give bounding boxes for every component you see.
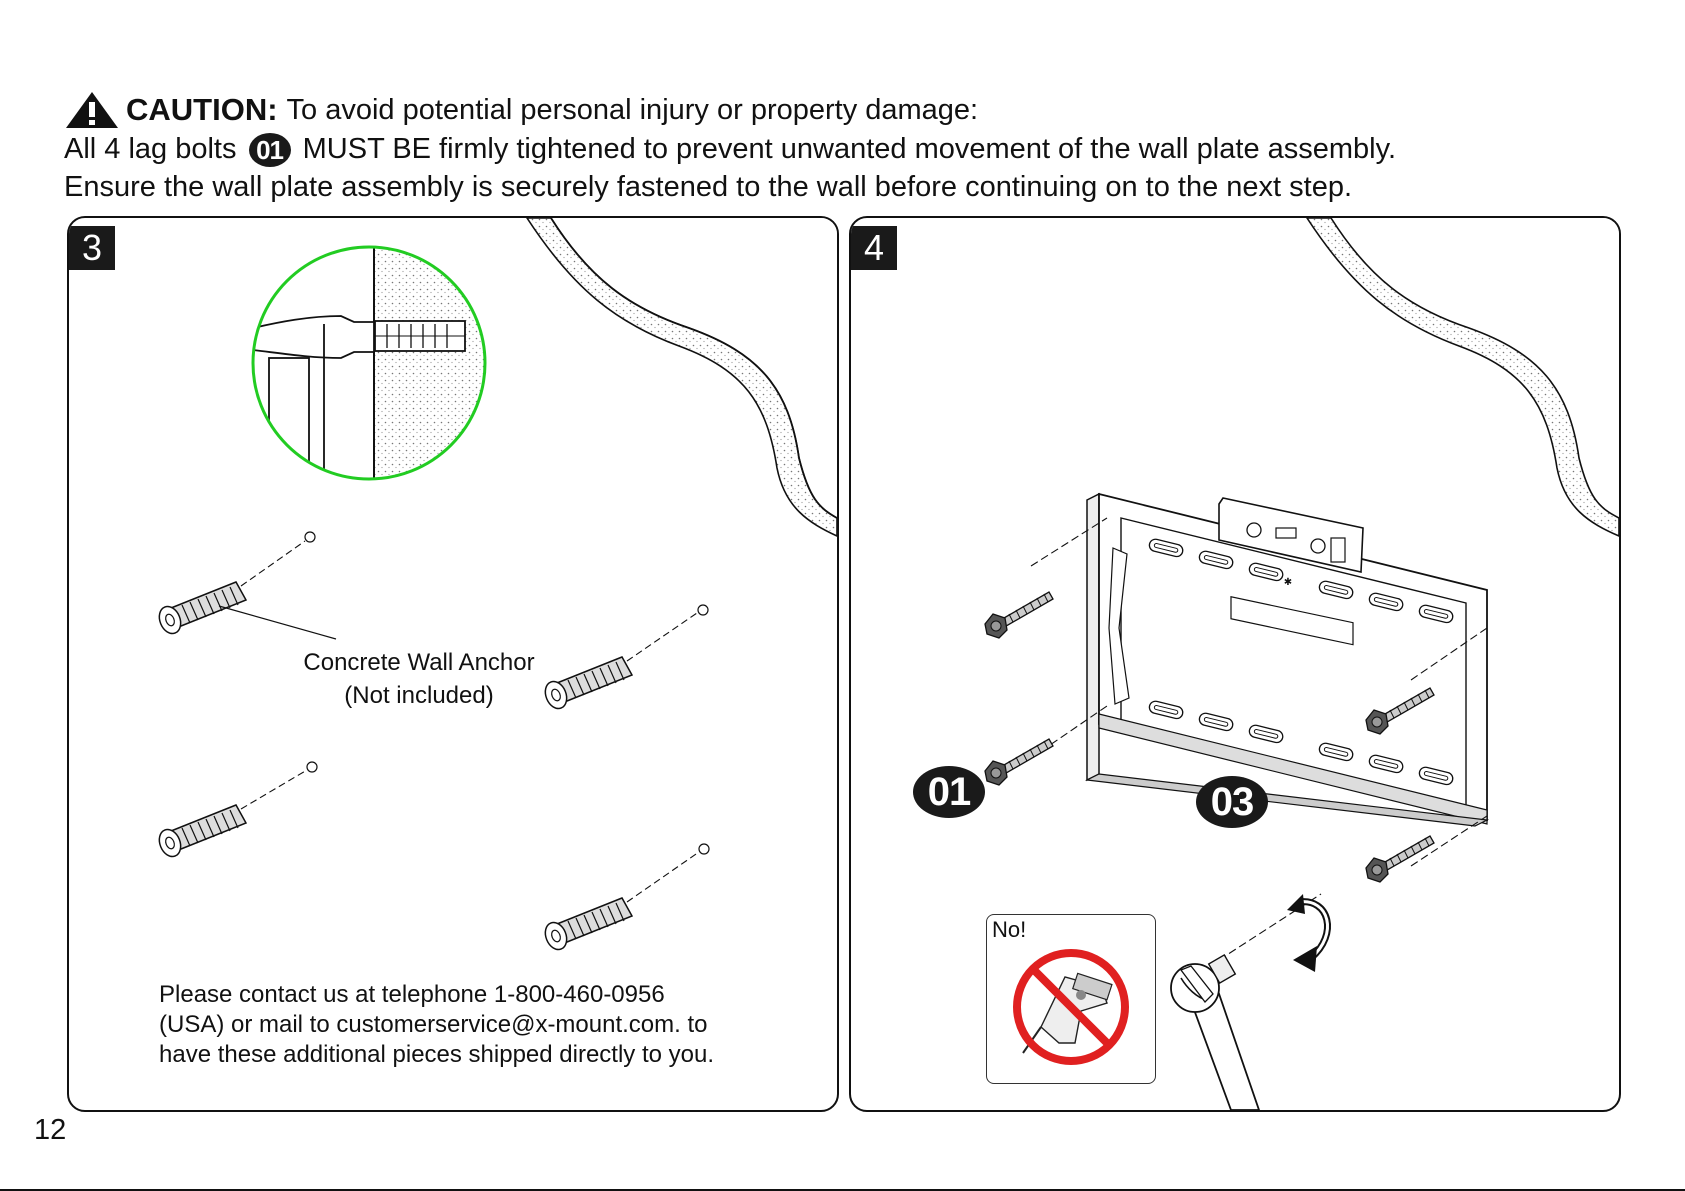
caution-line-2-start: All 4 lag bolts	[64, 133, 237, 165]
anchor-label: Concrete Wall Anchor (Not included)	[269, 646, 569, 712]
no-power-drill-box: No!	[986, 914, 1156, 1084]
no-label: No!	[992, 917, 1027, 942]
step-3-panel: 3	[67, 216, 839, 1112]
anchor-label-note: (Not included)	[344, 682, 494, 709]
contact-line-2: (USA) or mail to customerservice@x-mount…	[159, 1011, 708, 1038]
caution-line-2: All 4 lag bolts 01 MUST BE firmly tighte…	[64, 130, 1624, 168]
caution-line-1: To avoid potential personal injury or pr…	[286, 94, 979, 126]
step-4-panel: 4	[849, 216, 1621, 1112]
contact-note: Please contact us at telephone 1-800-460…	[159, 980, 799, 1070]
anchor-label-title: Concrete Wall Anchor	[303, 649, 535, 676]
contact-line-1: Please contact us at telephone 1-800-460…	[159, 981, 665, 1008]
caution-line-3: Ensure the wall plate assembly is secure…	[64, 171, 1353, 203]
part-badge-01-bolt: 01	[913, 766, 985, 818]
warning-triangle-icon	[66, 92, 118, 128]
caution-block: CAUTION: To avoid potential personal inj…	[64, 90, 1624, 206]
svg-text:✱: ✱	[1284, 577, 1292, 588]
part-badge-01: 01	[248, 133, 291, 168]
contact-line-3: have these additional pieces shipped dir…	[159, 1041, 715, 1068]
page-number: 12	[34, 1114, 67, 1146]
step-3-illustration	[154, 218, 837, 954]
step-4-illustration: ✱	[984, 218, 1619, 1110]
part-badge-03-plate: 03	[1196, 776, 1268, 828]
footer-divider	[0, 1189, 1685, 1191]
caution-label: CAUTION:	[126, 92, 278, 127]
step-4-number: 4	[851, 226, 897, 270]
step-3-number: 3	[69, 226, 115, 270]
caution-heading: CAUTION: To avoid potential personal inj…	[64, 90, 1624, 130]
caution-line-2-end: MUST BE firmly tightened to prevent unwa…	[302, 133, 1397, 165]
no-drill-icon	[1013, 949, 1129, 1065]
